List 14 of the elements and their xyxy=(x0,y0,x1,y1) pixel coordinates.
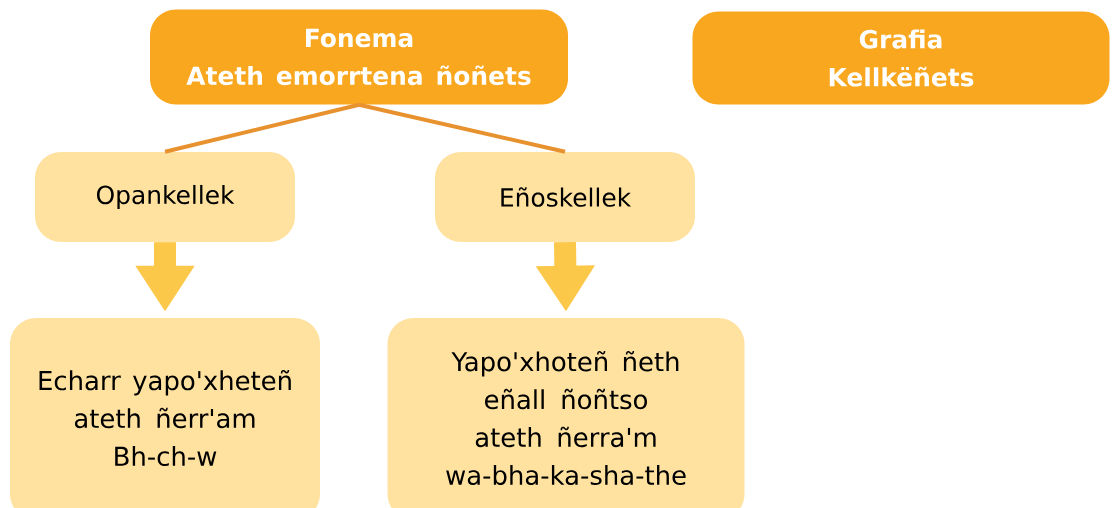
connector-line xyxy=(164,102,360,154)
box-label: Fonema Ateth emorrtena ñoñets xyxy=(186,28,531,86)
box-label: Yapo'xhoteñ ñeth eñall ñoñtso ateth ñerra'm wa-bha-ka-sha-the xyxy=(446,350,686,485)
box-label: Opankellek xyxy=(96,184,235,210)
category-box xyxy=(35,152,295,242)
box-label: Echarr yapo'xheteñ ateth ñerr'am Bh-ch-w xyxy=(39,369,291,467)
heading-box xyxy=(692,11,1110,105)
connector-line xyxy=(358,102,566,154)
heading-box xyxy=(150,9,568,105)
box-label: Grafia Kellkëñets xyxy=(829,29,974,87)
description-box xyxy=(10,318,320,508)
description-box xyxy=(387,318,745,508)
category-box xyxy=(435,152,695,242)
box-label: Eñoskellek xyxy=(501,187,632,207)
